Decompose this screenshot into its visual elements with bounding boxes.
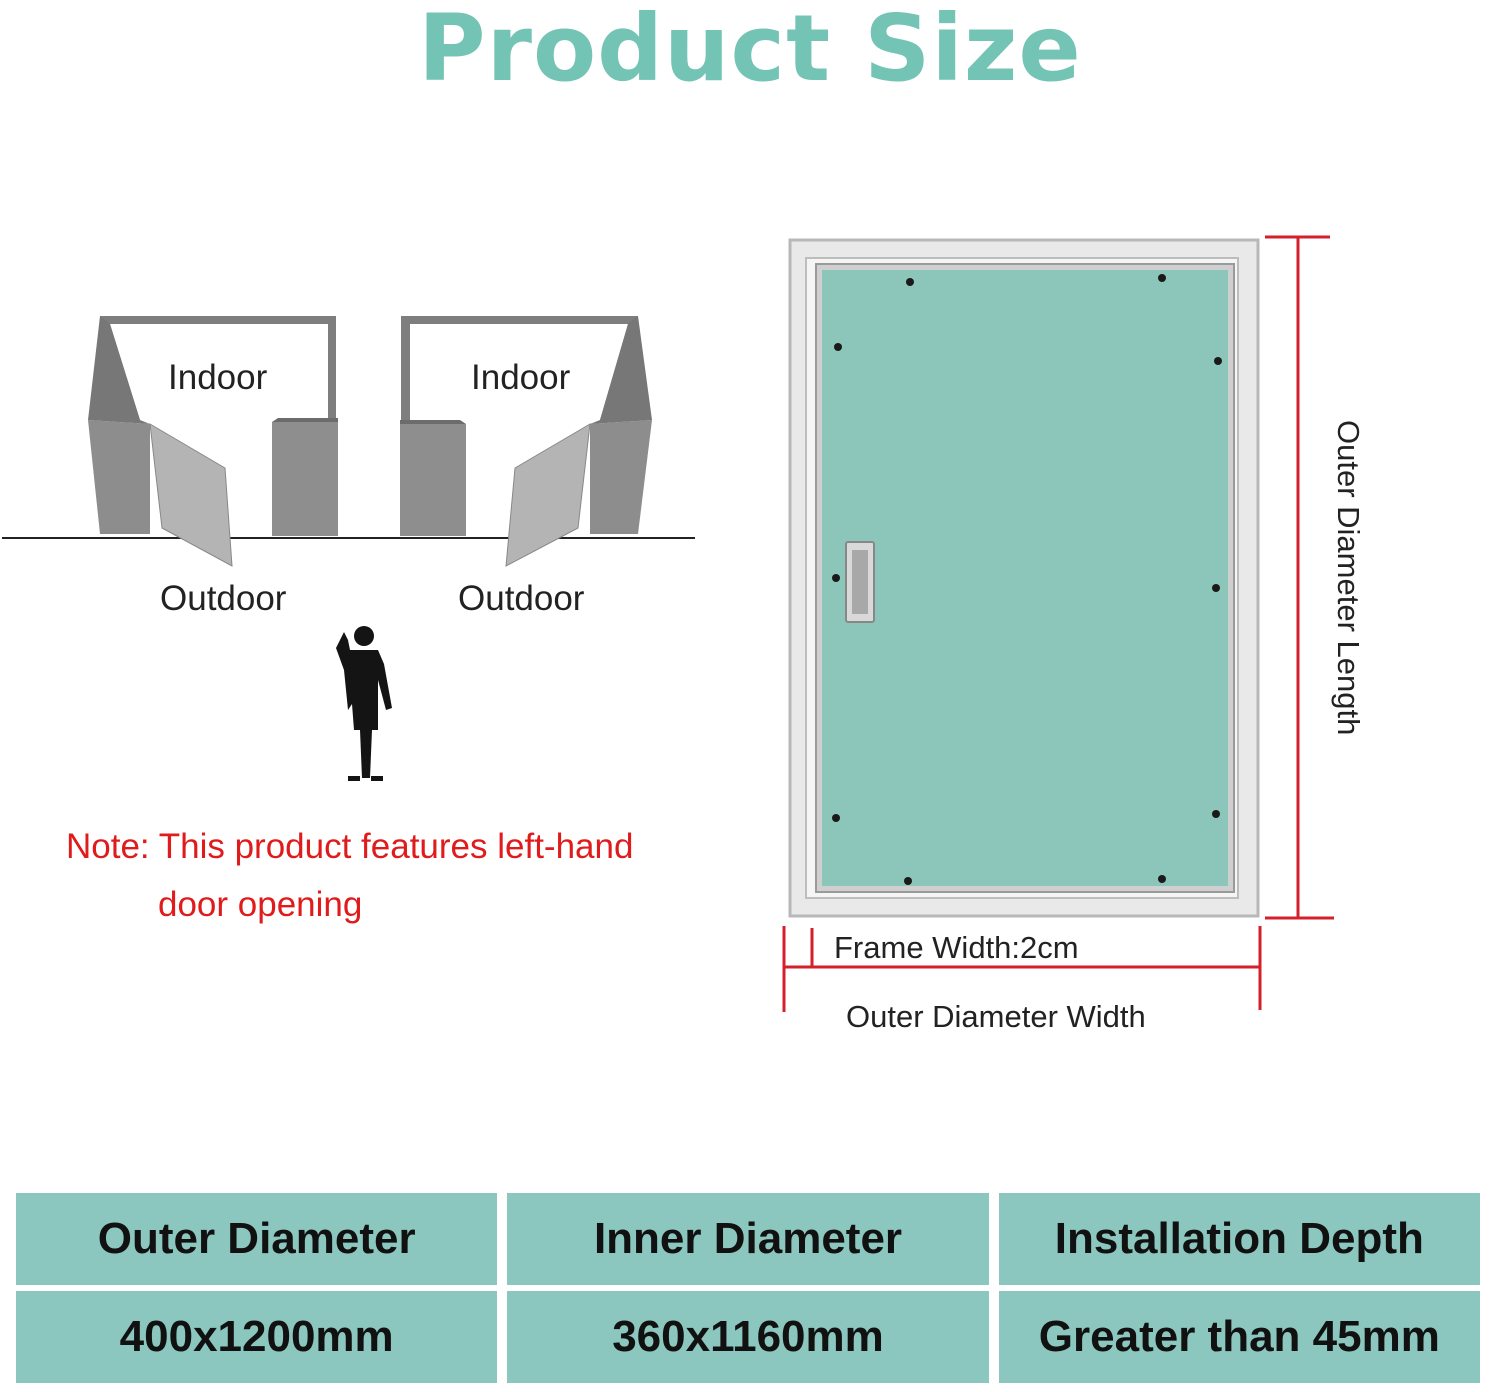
panel-handle-grip [852,550,868,614]
page-title: Product Size [418,0,1082,102]
panel-screws [832,274,1222,885]
right-indoor-label: Indoor [471,358,571,397]
left-door-leaf [149,423,233,567]
spec-value-outer: 400x1200mm [16,1291,498,1383]
spec-value-inner: 360x1160mm [507,1291,989,1383]
right-wall-inner [590,316,652,424]
left-wall-right-cap [272,418,338,422]
right-door-leaf [505,423,591,567]
specs-value-row: 400x1200mm 360x1160mm Greater than 45mm [16,1291,1480,1383]
left-wall-inner [88,316,150,424]
specs-header-row: Outer Diameter Inner Diameter Installati… [16,1193,1480,1285]
frame-width-label: Frame Width:2cm [834,930,1079,965]
width-dimension-line [782,926,1262,1012]
note-line-1: Note: This product features left-hand [66,827,634,866]
note-line-2: door opening [158,885,363,924]
right-wall-front [590,420,652,534]
spec-header-outer: Outer Diameter [16,1193,498,1285]
length-dimension-line [1265,235,1334,920]
person-figure [336,626,392,781]
right-wall-left-cap [400,420,466,424]
right-door-diagram [400,316,652,567]
spec-value-depth: Greater than 45mm [998,1291,1480,1383]
spec-header-depth: Installation Depth [998,1193,1480,1285]
panel-board [822,270,1228,886]
spec-header-inner: Inner Diameter [507,1193,989,1285]
left-indoor-label: Indoor [168,358,268,397]
access-panel [788,238,1260,918]
left-door-diagram [88,316,338,567]
outer-length-label: Outer Diameter Length [1331,420,1366,736]
left-wall-front [88,420,150,534]
right-wall-left-block [400,424,466,536]
outer-width-label: Outer Diameter Width [846,999,1146,1034]
opening-note: Note: This product features left-hand do… [66,818,686,934]
left-outdoor-label: Outdoor [160,579,287,618]
right-outdoor-label: Outdoor [458,579,585,618]
specs-table: Outer Diameter Inner Diameter Installati… [6,1187,1490,1389]
left-wall-right-block [272,422,338,536]
